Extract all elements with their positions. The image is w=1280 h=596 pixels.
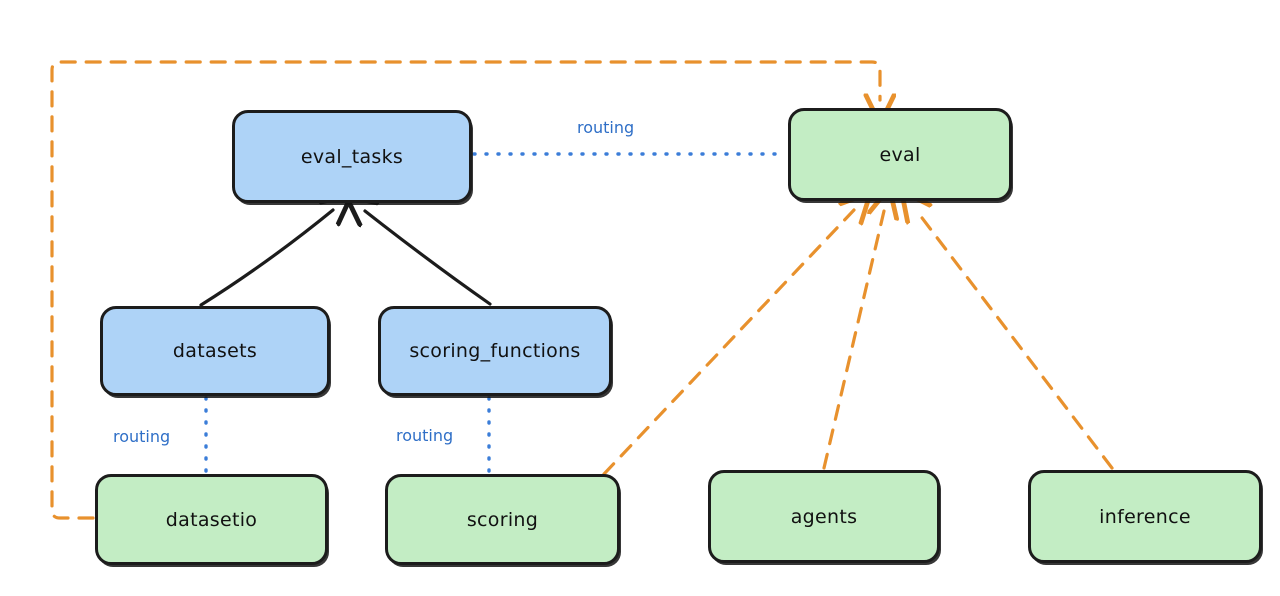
- node-scoring-functions[interactable]: scoring_functions: [378, 306, 612, 396]
- node-datasetio[interactable]: datasetio: [95, 474, 328, 565]
- node-label: datasets: [172, 340, 258, 362]
- node-scoring[interactable]: scoring: [385, 474, 620, 565]
- node-label: datasetio: [165, 508, 258, 531]
- node-label: scoring: [466, 508, 539, 531]
- node-eval-tasks[interactable]: eval_tasks: [232, 110, 472, 203]
- node-label: eval: [879, 143, 921, 166]
- node-agents[interactable]: agents: [708, 470, 940, 563]
- node-label: scoring_functions: [409, 340, 581, 362]
- node-label: agents: [790, 505, 858, 528]
- edge-label-routing-eval-tasks-eval: routing: [577, 118, 635, 137]
- edge-label-routing-scoring-functions-scoring: routing: [396, 426, 454, 445]
- edge-datasetio-to-eval: [50, 60, 880, 520]
- edge-agents-to-eval: [822, 211, 884, 470]
- node-label: inference: [1099, 505, 1191, 528]
- edge-scoring-to-eval: [602, 210, 854, 476]
- edge-datasets-to-eval-tasks: [199, 210, 333, 307]
- edge-label-routing-datasets-datasetio: routing: [113, 427, 171, 446]
- edge-scoring-functions-to-eval-tasks: [365, 211, 492, 306]
- edge-inference-to-eval: [916, 210, 1114, 470]
- node-eval[interactable]: eval: [788, 108, 1012, 201]
- node-inference[interactable]: inference: [1028, 470, 1262, 563]
- node-datasets[interactable]: datasets: [100, 306, 330, 396]
- node-label: eval_tasks: [300, 145, 404, 168]
